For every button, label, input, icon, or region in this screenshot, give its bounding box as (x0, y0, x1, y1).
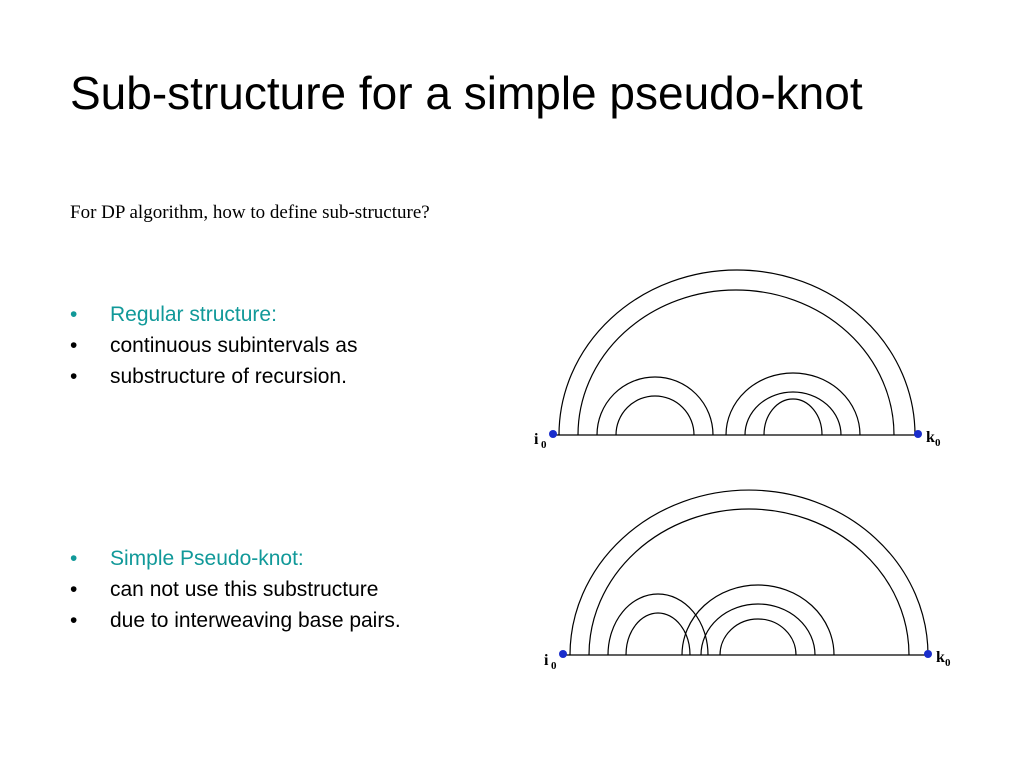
start-label-index: 0 (541, 439, 547, 451)
bullet: • (70, 547, 78, 570)
bullet: • (70, 609, 78, 632)
end-node-icon (924, 650, 932, 658)
bullet: • (70, 334, 78, 357)
pseudo-knot-heading: Simple Pseudo-knot: (110, 547, 304, 570)
inner-arc (615, 395, 695, 436)
end-label: k (936, 649, 945, 666)
regular-structure-diagram (553, 269, 918, 436)
start-label: i (544, 652, 549, 669)
list-item-text: continuous subintervals as (110, 334, 358, 357)
list-item-text: substructure of recursion. (110, 365, 347, 388)
outer-arc (569, 489, 929, 656)
inner-arc (681, 584, 835, 656)
inner-arc (763, 398, 823, 436)
inner-arc (625, 612, 691, 656)
list-item-text: due to interweaving base pairs. (110, 609, 401, 632)
inner-arc (744, 391, 842, 436)
slide-subtitle: For DP algorithm, how to define sub-stru… (70, 202, 430, 223)
end-label-index: 0 (945, 657, 951, 669)
inner-arc (719, 618, 797, 656)
start-label: i (534, 431, 539, 448)
outer-arc (577, 289, 895, 436)
start-node-icon (559, 650, 567, 658)
bullet: • (70, 365, 78, 388)
inner-arc (725, 372, 861, 436)
inner-arc (607, 593, 709, 656)
bullet: • (70, 303, 78, 326)
start-node-icon (549, 430, 557, 438)
outer-arc (558, 269, 916, 436)
start-label-index: 0 (551, 660, 557, 672)
list-item-text: can not use this substructure (110, 578, 379, 601)
pseudo-knot-diagram (563, 489, 929, 656)
inner-arc (596, 376, 714, 436)
end-node-icon (914, 430, 922, 438)
inner-arc (700, 603, 816, 656)
end-label-index: 0 (935, 437, 941, 449)
regular-structure-heading: Regular structure: (110, 303, 277, 326)
bullet: • (70, 578, 78, 601)
end-label: k (926, 429, 935, 446)
slide-title: Sub-structure for a simple pseudo-knot (70, 67, 863, 119)
outer-arc (588, 508, 910, 656)
